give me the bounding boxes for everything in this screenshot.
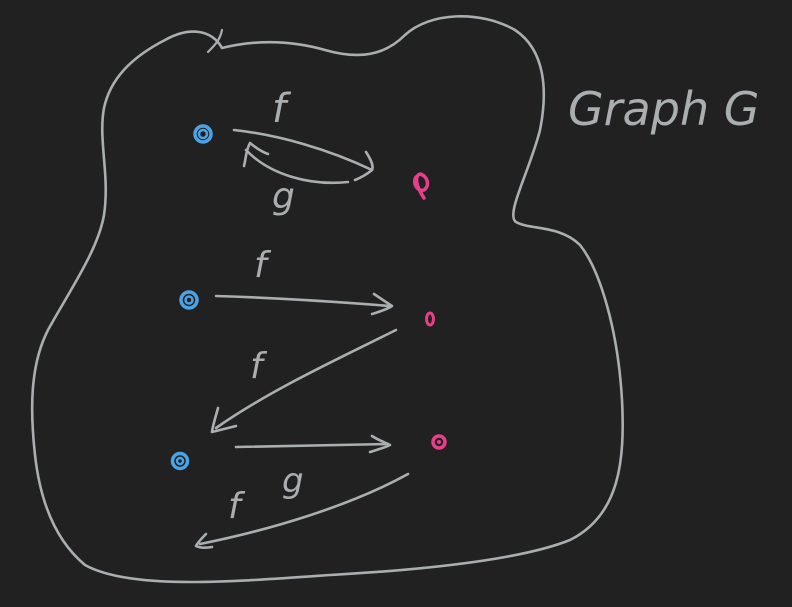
edge-label-diagonal: f bbox=[250, 346, 268, 387]
graph-boundary bbox=[30, 15, 624, 584]
codomain-node-2 bbox=[425, 311, 435, 327]
domain-node-1 bbox=[193, 124, 213, 144]
domain-node-3 bbox=[170, 451, 190, 471]
edge-middle-forward bbox=[214, 292, 394, 316]
graph-title: Graph G bbox=[568, 82, 759, 136]
edge-top-back bbox=[242, 141, 350, 185]
edge-label-top-back: g bbox=[272, 176, 295, 217]
graph-boundary-overlap bbox=[206, 28, 224, 54]
edge-bottom-forward bbox=[234, 434, 392, 454]
edge-label-bottom-back: f bbox=[228, 486, 246, 527]
edge-diagonal bbox=[210, 328, 398, 434]
edge-bottom-back bbox=[194, 472, 410, 549]
codomain-node-3 bbox=[431, 434, 447, 450]
domain-node-2 bbox=[179, 290, 199, 310]
edge-label-bottom-forward: g bbox=[282, 461, 304, 501]
edge-label-middle-forward: f bbox=[254, 245, 272, 286]
edge-label-top-forward: f bbox=[272, 86, 292, 132]
edge-top-forward bbox=[232, 128, 374, 182]
codomain-node-1 bbox=[412, 172, 430, 200]
